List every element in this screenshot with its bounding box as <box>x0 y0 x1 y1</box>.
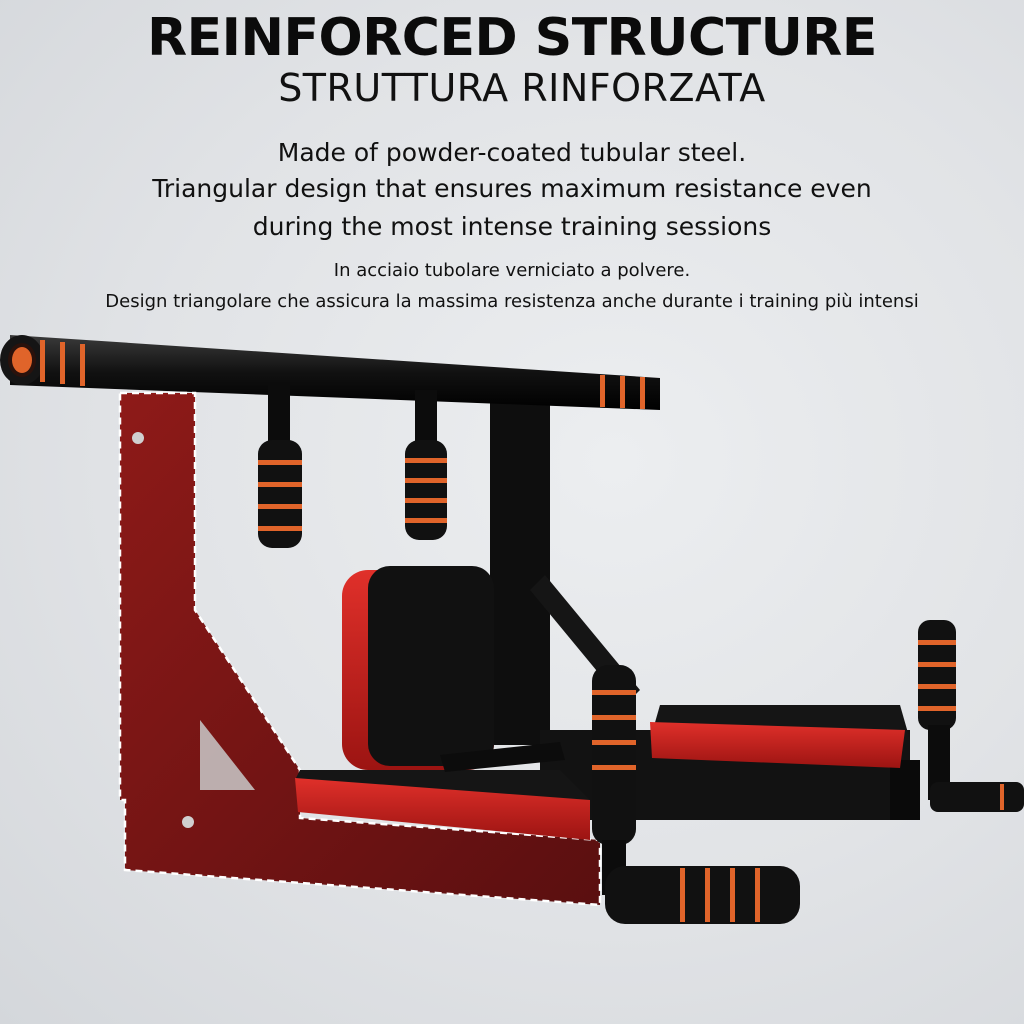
description-en-line-1: Made of powder-coated tubular steel. <box>277 138 747 167</box>
description-it-line-1: In acciaio tubolare verniciato a polvere… <box>333 260 691 281</box>
description-en-line-3: during the most intense training session… <box>252 212 772 241</box>
front-dip-grip <box>592 665 800 924</box>
back-pad <box>342 566 494 770</box>
pull-up-dip-station-illustration <box>0 335 1024 924</box>
right-rear-grip <box>918 620 1024 812</box>
left-dip-pad <box>295 742 590 840</box>
hanging-grips <box>258 385 447 548</box>
description-it-line-2: Design triangolare che assicura la massi… <box>105 291 919 312</box>
pull-up-bar <box>0 335 660 410</box>
description-en-line-2: Triangular design that ensures maximum r… <box>152 174 872 203</box>
page-title: REINFORCED STRUCTURE <box>147 8 877 68</box>
right-dip-pad <box>650 705 910 768</box>
page-subtitle: STRUTTURA RINFORZATA <box>278 66 766 110</box>
